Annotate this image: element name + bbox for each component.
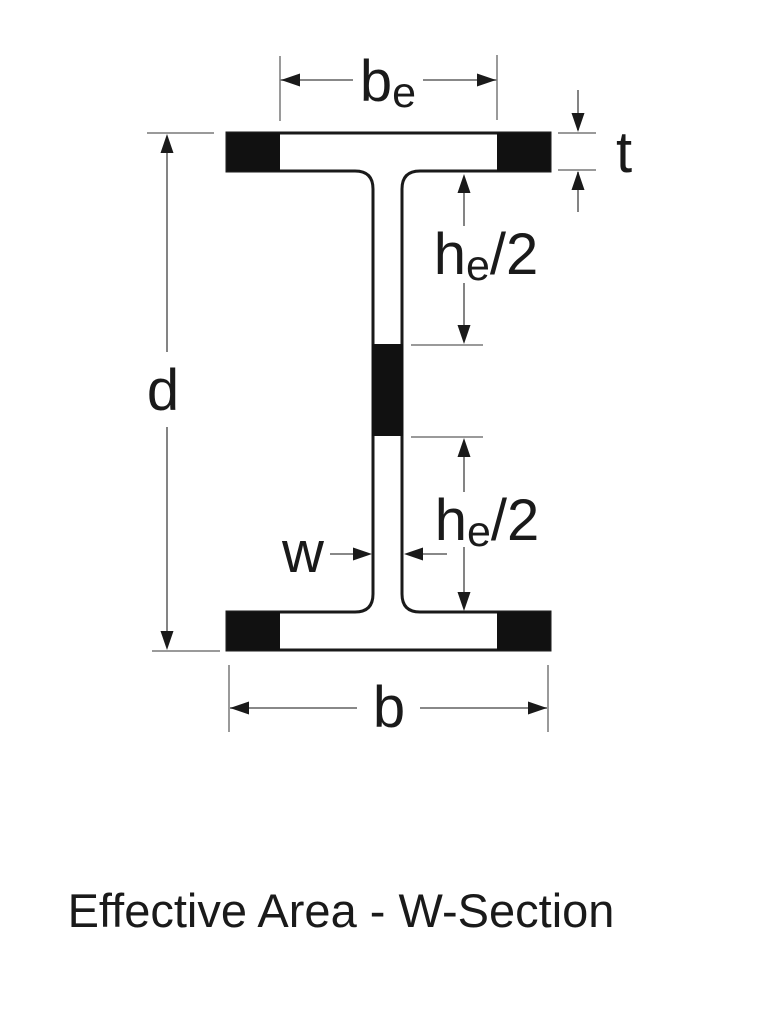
arrowhead-left-icon <box>281 73 300 87</box>
arrowhead-up-icon <box>571 171 585 190</box>
arrowhead-up-icon <box>457 174 471 193</box>
label-lower-effective-web-depth: he/2 <box>435 488 540 556</box>
dimension-effective-flange-width: be <box>279 49 498 121</box>
ineffective-flange-top-right <box>497 133 550 171</box>
label-web-thickness: w <box>281 520 325 585</box>
label-upper-effective-web-depth: he/2 <box>434 222 539 290</box>
arrowhead-down-icon <box>457 325 471 344</box>
w-section-shape <box>225 131 552 652</box>
dimension-overall-depth: d <box>147 132 220 652</box>
arrowhead-right-icon <box>353 547 372 561</box>
ineffective-flange-bottom-right <box>497 612 550 650</box>
diagram-title: Effective Area - W-Section <box>68 884 615 937</box>
arrowhead-right-icon <box>477 73 496 87</box>
arrowhead-up-icon <box>160 134 174 153</box>
dimension-flange-width: b <box>228 665 549 740</box>
dimension-upper-effective-web-depth: he/2 <box>411 174 539 346</box>
arrowhead-left-icon <box>230 701 249 715</box>
arrowhead-right-icon <box>528 701 547 715</box>
ineffective-flange-bottom-left <box>227 612 280 650</box>
label-overall-depth: d <box>147 358 179 423</box>
dimension-flange-thickness: t <box>558 90 632 212</box>
arrowhead-down-icon <box>160 631 174 650</box>
dimension-lower-effective-web-depth: he/2 <box>411 436 540 611</box>
arrowhead-up-icon <box>457 438 471 457</box>
dimension-web-thickness: w <box>281 520 447 585</box>
arrowhead-left-icon <box>404 547 423 561</box>
arrowhead-down-icon <box>571 113 585 132</box>
ineffective-web-middle <box>372 344 403 436</box>
ineffective-flange-top-left <box>227 133 280 171</box>
label-effective-flange-width: be <box>360 49 416 117</box>
arrowhead-down-icon <box>457 592 471 611</box>
label-flange-thickness: t <box>616 120 632 185</box>
label-flange-width: b <box>373 675 405 740</box>
